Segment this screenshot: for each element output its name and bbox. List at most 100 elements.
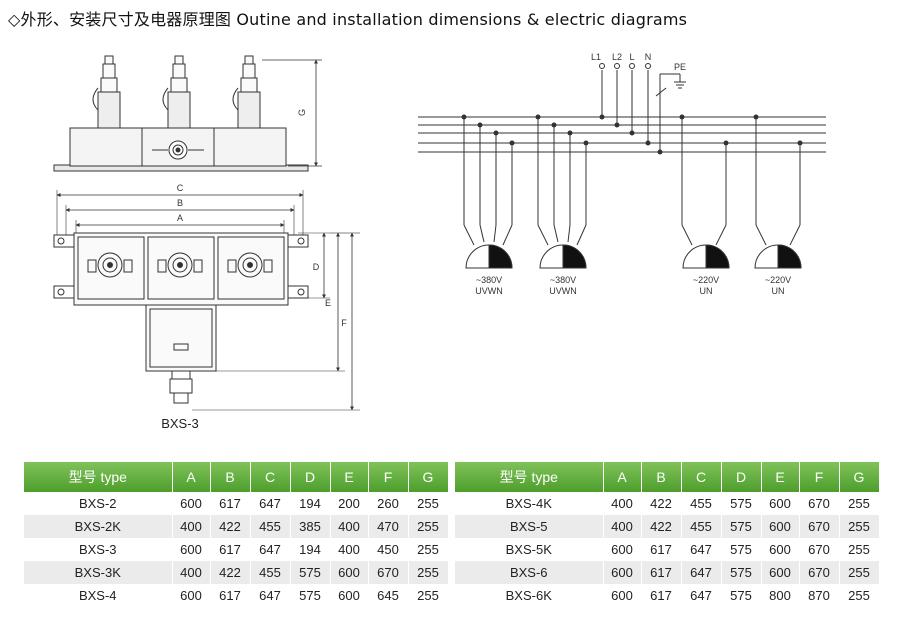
table-row: BXS-5K 600 617 647 575 600 670 255 — [455, 538, 880, 561]
cell-f: 670 — [799, 538, 840, 561]
socket-4-voltage: ~220V — [765, 275, 791, 285]
cell-a: 400 — [603, 515, 642, 538]
header-b: B — [641, 462, 682, 492]
front-view — [53, 55, 322, 172]
cell-b: 422 — [641, 492, 682, 515]
cell-c: 647 — [250, 538, 291, 561]
cell-g: 255 — [408, 561, 449, 584]
socket-1-voltage: ~380V — [476, 275, 502, 285]
cell-e: 600 — [330, 561, 369, 584]
socket-2-type: UVWN — [549, 286, 577, 296]
drawings: G — [53, 52, 826, 431]
cell-c: 647 — [681, 538, 722, 561]
cell-e: 600 — [761, 538, 800, 561]
header-e: E — [330, 462, 369, 492]
header-g: G — [408, 462, 449, 492]
cell-f: 450 — [368, 538, 409, 561]
table-row: BXS-2 600 617 647 194 200 260 255 — [24, 492, 449, 515]
cell-type: BXS-3K — [24, 561, 173, 584]
cell-a: 600 — [603, 584, 642, 607]
cell-c: 455 — [250, 561, 291, 584]
dimension-table-right: 型号 type A B C D E F G BXS-4K 400 422 455… — [455, 462, 880, 607]
cell-b: 617 — [641, 561, 682, 584]
cell-g: 255 — [408, 584, 449, 607]
cell-e: 800 — [761, 584, 800, 607]
cell-e: 200 — [330, 492, 369, 515]
header-f: F — [368, 462, 409, 492]
cell-d: 575 — [721, 584, 762, 607]
table-row: BXS-4K 400 422 455 575 600 670 255 — [455, 492, 880, 515]
cell-d: 575 — [290, 584, 331, 607]
cell-c: 647 — [681, 561, 722, 584]
cell-e: 400 — [330, 515, 369, 538]
dim-e-label: E — [325, 298, 331, 308]
cell-a: 600 — [172, 538, 211, 561]
cell-type: BXS-4 — [24, 584, 173, 607]
socket-4-type: UN — [772, 286, 785, 296]
header-c: C — [250, 462, 291, 492]
cell-e: 600 — [330, 584, 369, 607]
table-row: BXS-3K 400 422 455 575 600 670 255 — [24, 561, 449, 584]
cell-b: 617 — [641, 584, 682, 607]
dimension-table-left: 型号 type A B C D E F G BXS-2 600 617 647 … — [24, 462, 449, 607]
cell-a: 400 — [172, 561, 211, 584]
plug-2 — [162, 55, 191, 129]
cell-c: 455 — [681, 515, 722, 538]
cell-d: 575 — [721, 492, 762, 515]
cell-b: 617 — [210, 538, 251, 561]
socket-2-voltage: ~380V — [550, 275, 576, 285]
header-a: A — [603, 462, 642, 492]
cell-g: 255 — [839, 584, 880, 607]
socket-symbol-2 — [539, 244, 587, 269]
cell-f: 670 — [368, 561, 409, 584]
cell-g: 255 — [839, 561, 880, 584]
cell-g: 255 — [408, 492, 449, 515]
cell-type: BXS-5K — [455, 538, 604, 561]
terminal-l: L — [629, 52, 634, 62]
socket-symbol-4 — [754, 244, 802, 269]
header-d: D — [290, 462, 331, 492]
cell-type: BXS-6K — [455, 584, 604, 607]
dim-g-label: G — [297, 109, 307, 116]
cell-e: 600 — [761, 492, 800, 515]
model-caption: BXS-3 — [161, 416, 199, 431]
cell-f: 470 — [368, 515, 409, 538]
cell-c: 647 — [681, 584, 722, 607]
header-a: A — [172, 462, 211, 492]
table-row: BXS-6K 600 617 647 575 800 870 255 — [455, 584, 880, 607]
cell-a: 600 — [172, 584, 211, 607]
dim-f-label: F — [341, 318, 347, 328]
header-c: C — [681, 462, 722, 492]
dim-a-label: A — [177, 213, 183, 223]
cell-c: 455 — [681, 492, 722, 515]
cell-e: 400 — [330, 538, 369, 561]
header-e: E — [761, 462, 800, 492]
cell-f: 670 — [799, 515, 840, 538]
table-header-row: 型号 type A B C D E F G — [24, 462, 449, 492]
cell-d: 194 — [290, 492, 331, 515]
header-d: D — [721, 462, 762, 492]
cell-type: BXS-6 — [455, 561, 604, 584]
cell-c: 455 — [250, 515, 291, 538]
cell-c: 647 — [250, 584, 291, 607]
circuit-diagram — [418, 63, 826, 269]
cell-g: 255 — [839, 538, 880, 561]
cell-c: 647 — [250, 492, 291, 515]
cell-type: BXS-4K — [455, 492, 604, 515]
socket-3-type: UN — [700, 286, 713, 296]
cell-e: 600 — [761, 561, 800, 584]
cell-d: 194 — [290, 538, 331, 561]
cell-g: 255 — [839, 492, 880, 515]
cell-g: 255 — [408, 515, 449, 538]
cell-g: 255 — [839, 515, 880, 538]
table-row: BXS-4 600 617 647 575 600 645 255 — [24, 584, 449, 607]
table-row: BXS-2K 400 422 455 385 400 470 255 — [24, 515, 449, 538]
cell-b: 422 — [210, 561, 251, 584]
dim-d-label: D — [313, 262, 320, 272]
terminal-n: N — [645, 52, 652, 62]
cell-d: 575 — [721, 561, 762, 584]
cell-a: 400 — [603, 492, 642, 515]
cell-type: BXS-2 — [24, 492, 173, 515]
header-f: F — [799, 462, 840, 492]
cell-f: 645 — [368, 584, 409, 607]
